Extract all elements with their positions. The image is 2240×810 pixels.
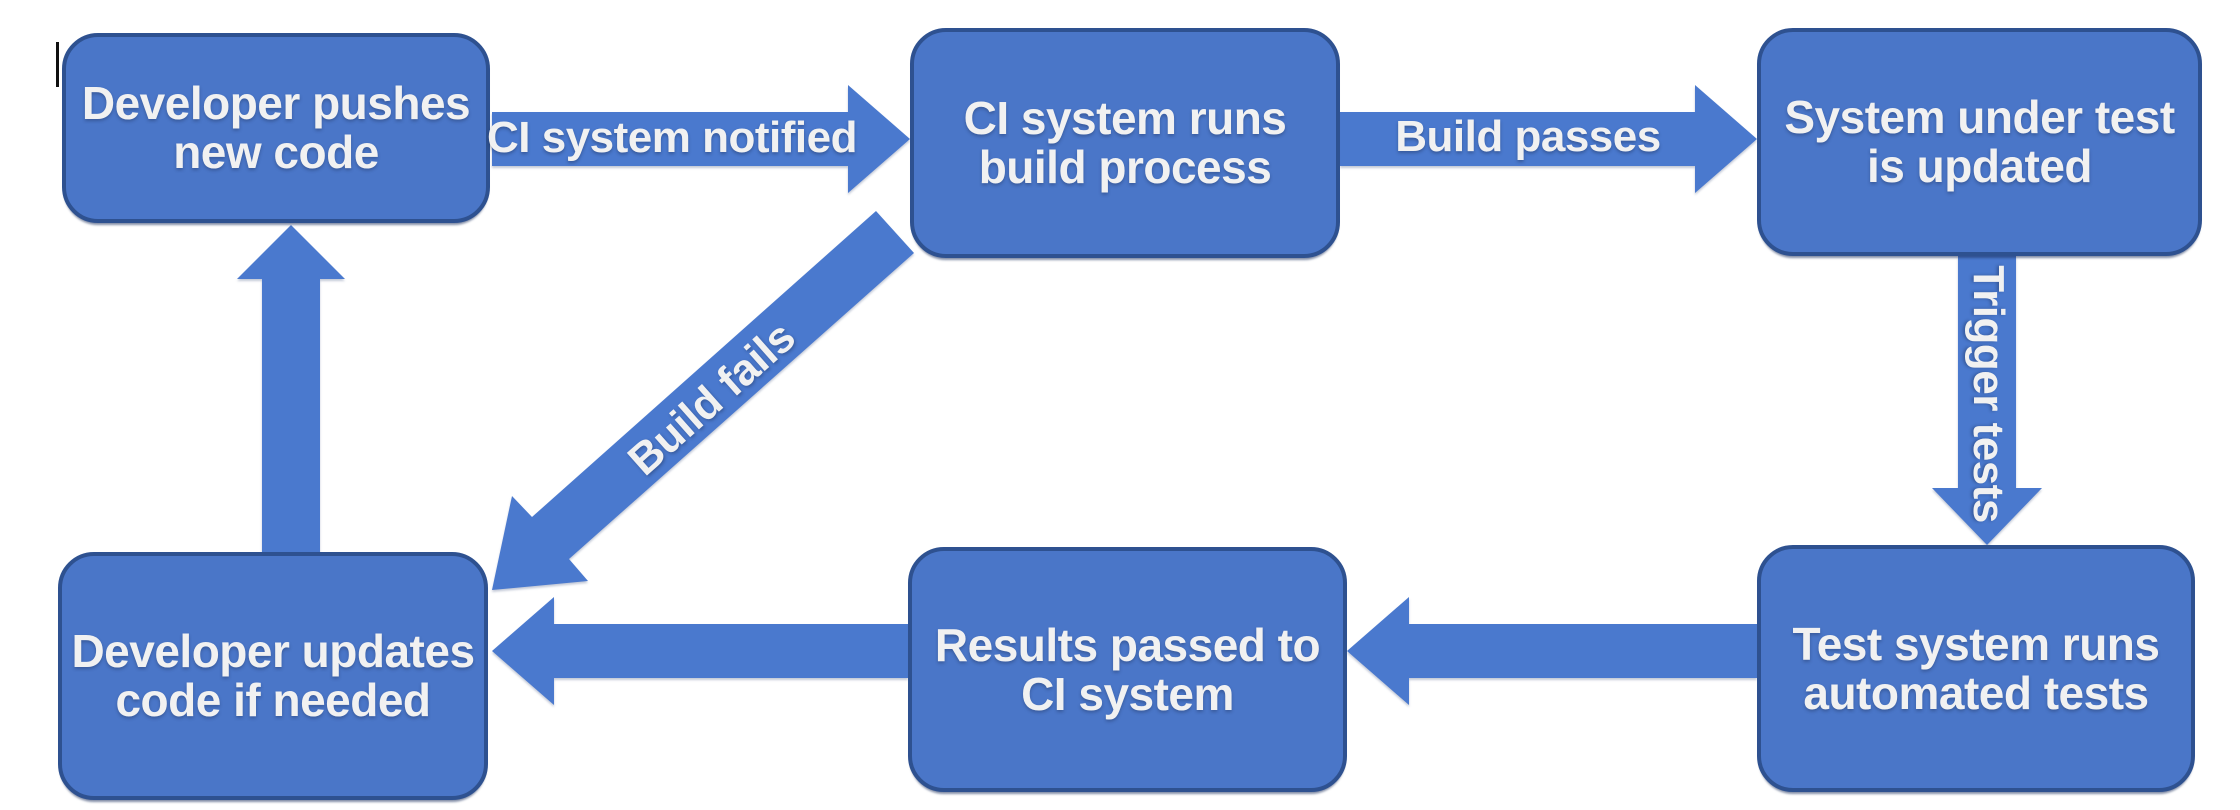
- arrow-tests-to-results: [1347, 597, 1757, 705]
- node-label-line: System under test: [1784, 91, 2175, 144]
- node-label-line: is updated: [1866, 140, 2093, 192]
- node-label-line: code if needed: [115, 674, 431, 726]
- node-label-line: Developer pushes: [81, 77, 471, 130]
- node-label-line: CI system runs: [963, 92, 1287, 145]
- node-ci-system-runs-build-process: CI system runs build process: [910, 28, 1340, 258]
- node-label-line: build process: [978, 141, 1272, 193]
- node-label-line: automated tests: [1803, 666, 2149, 719]
- arrow-build-passes: [1340, 85, 1757, 193]
- cursor-artifact: [56, 42, 59, 87]
- node-system-under-test-is-updated: System under test is updated: [1757, 28, 2202, 256]
- arrow-results-to-developer: [492, 597, 908, 705]
- edge-label-trigger-tests: Trigger tests: [1964, 265, 2013, 523]
- node-label-line: Results passed to: [934, 618, 1321, 671]
- arrow-trigger-tests: [1932, 256, 2042, 545]
- node-label-line: new code: [173, 126, 379, 178]
- edge-label-ci-system-notified: CI system notified: [487, 113, 857, 162]
- node-label-line: Developer updates: [71, 625, 475, 678]
- node-test-system-runs-automated-tests: Test system runs automated tests: [1757, 545, 2195, 792]
- node-developer-pushes-new-code: Developer pushes new code: [62, 33, 490, 223]
- arrow-update-to-push: [237, 225, 345, 552]
- arrow-build-fails: [492, 211, 914, 590]
- node-label-line: Test system runs: [1792, 617, 2160, 670]
- node-results-passed-to-ci-system: Results passed to CI system: [908, 547, 1347, 792]
- node-developer-updates-code-if-needed: Developer updates code if needed: [58, 552, 488, 800]
- edge-label-build-passes: Build passes: [1395, 112, 1661, 161]
- node-label-line: CI system: [1021, 667, 1234, 720]
- arrow-ci-system-notified: [492, 85, 910, 193]
